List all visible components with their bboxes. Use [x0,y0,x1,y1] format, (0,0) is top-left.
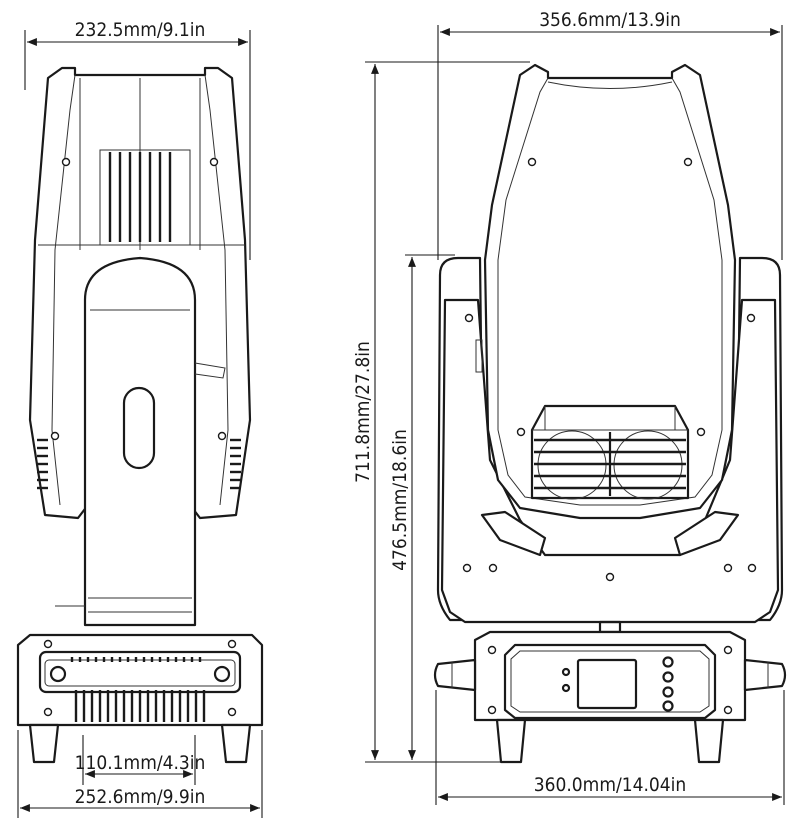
yoke-height-dimension: 476.5mm/18.6in [389,254,455,760]
front-base-heatsink [74,690,206,722]
total-height-dimension: 711.8mm/27.8in [352,61,530,763]
front-base-width-label: 252.6mm/9.9in [75,786,206,808]
front-head-width-label: 232.5mm/9.1in [75,19,206,41]
side-fan-vent [530,404,690,500]
front-base-inner-width-dimension: 110.1mm/4.3in [75,735,206,785]
side-head-width-dimension: 356.6mm/13.9in [437,9,783,260]
total-height-label: 711.8mm/27.8in [352,341,374,483]
front-side-fins [37,438,241,490]
front-base-inner-width-label: 110.1mm/4.3in [75,752,206,774]
side-control-panel [503,643,717,720]
front-base-width-dimension: 252.6mm/9.9in [17,730,263,818]
front-view [16,66,264,764]
yoke-height-label: 476.5mm/18.6in [389,429,411,571]
side-base-width-label: 360.0mm/14.04in [534,774,687,796]
side-base-width-dimension: 360.0mm/14.04in [435,690,785,805]
side-view [433,63,787,764]
front-head-vent [99,149,191,246]
front-head-width-dimension: 232.5mm/9.1in [24,19,251,260]
side-head-width-label: 356.6mm/13.9in [539,9,681,31]
